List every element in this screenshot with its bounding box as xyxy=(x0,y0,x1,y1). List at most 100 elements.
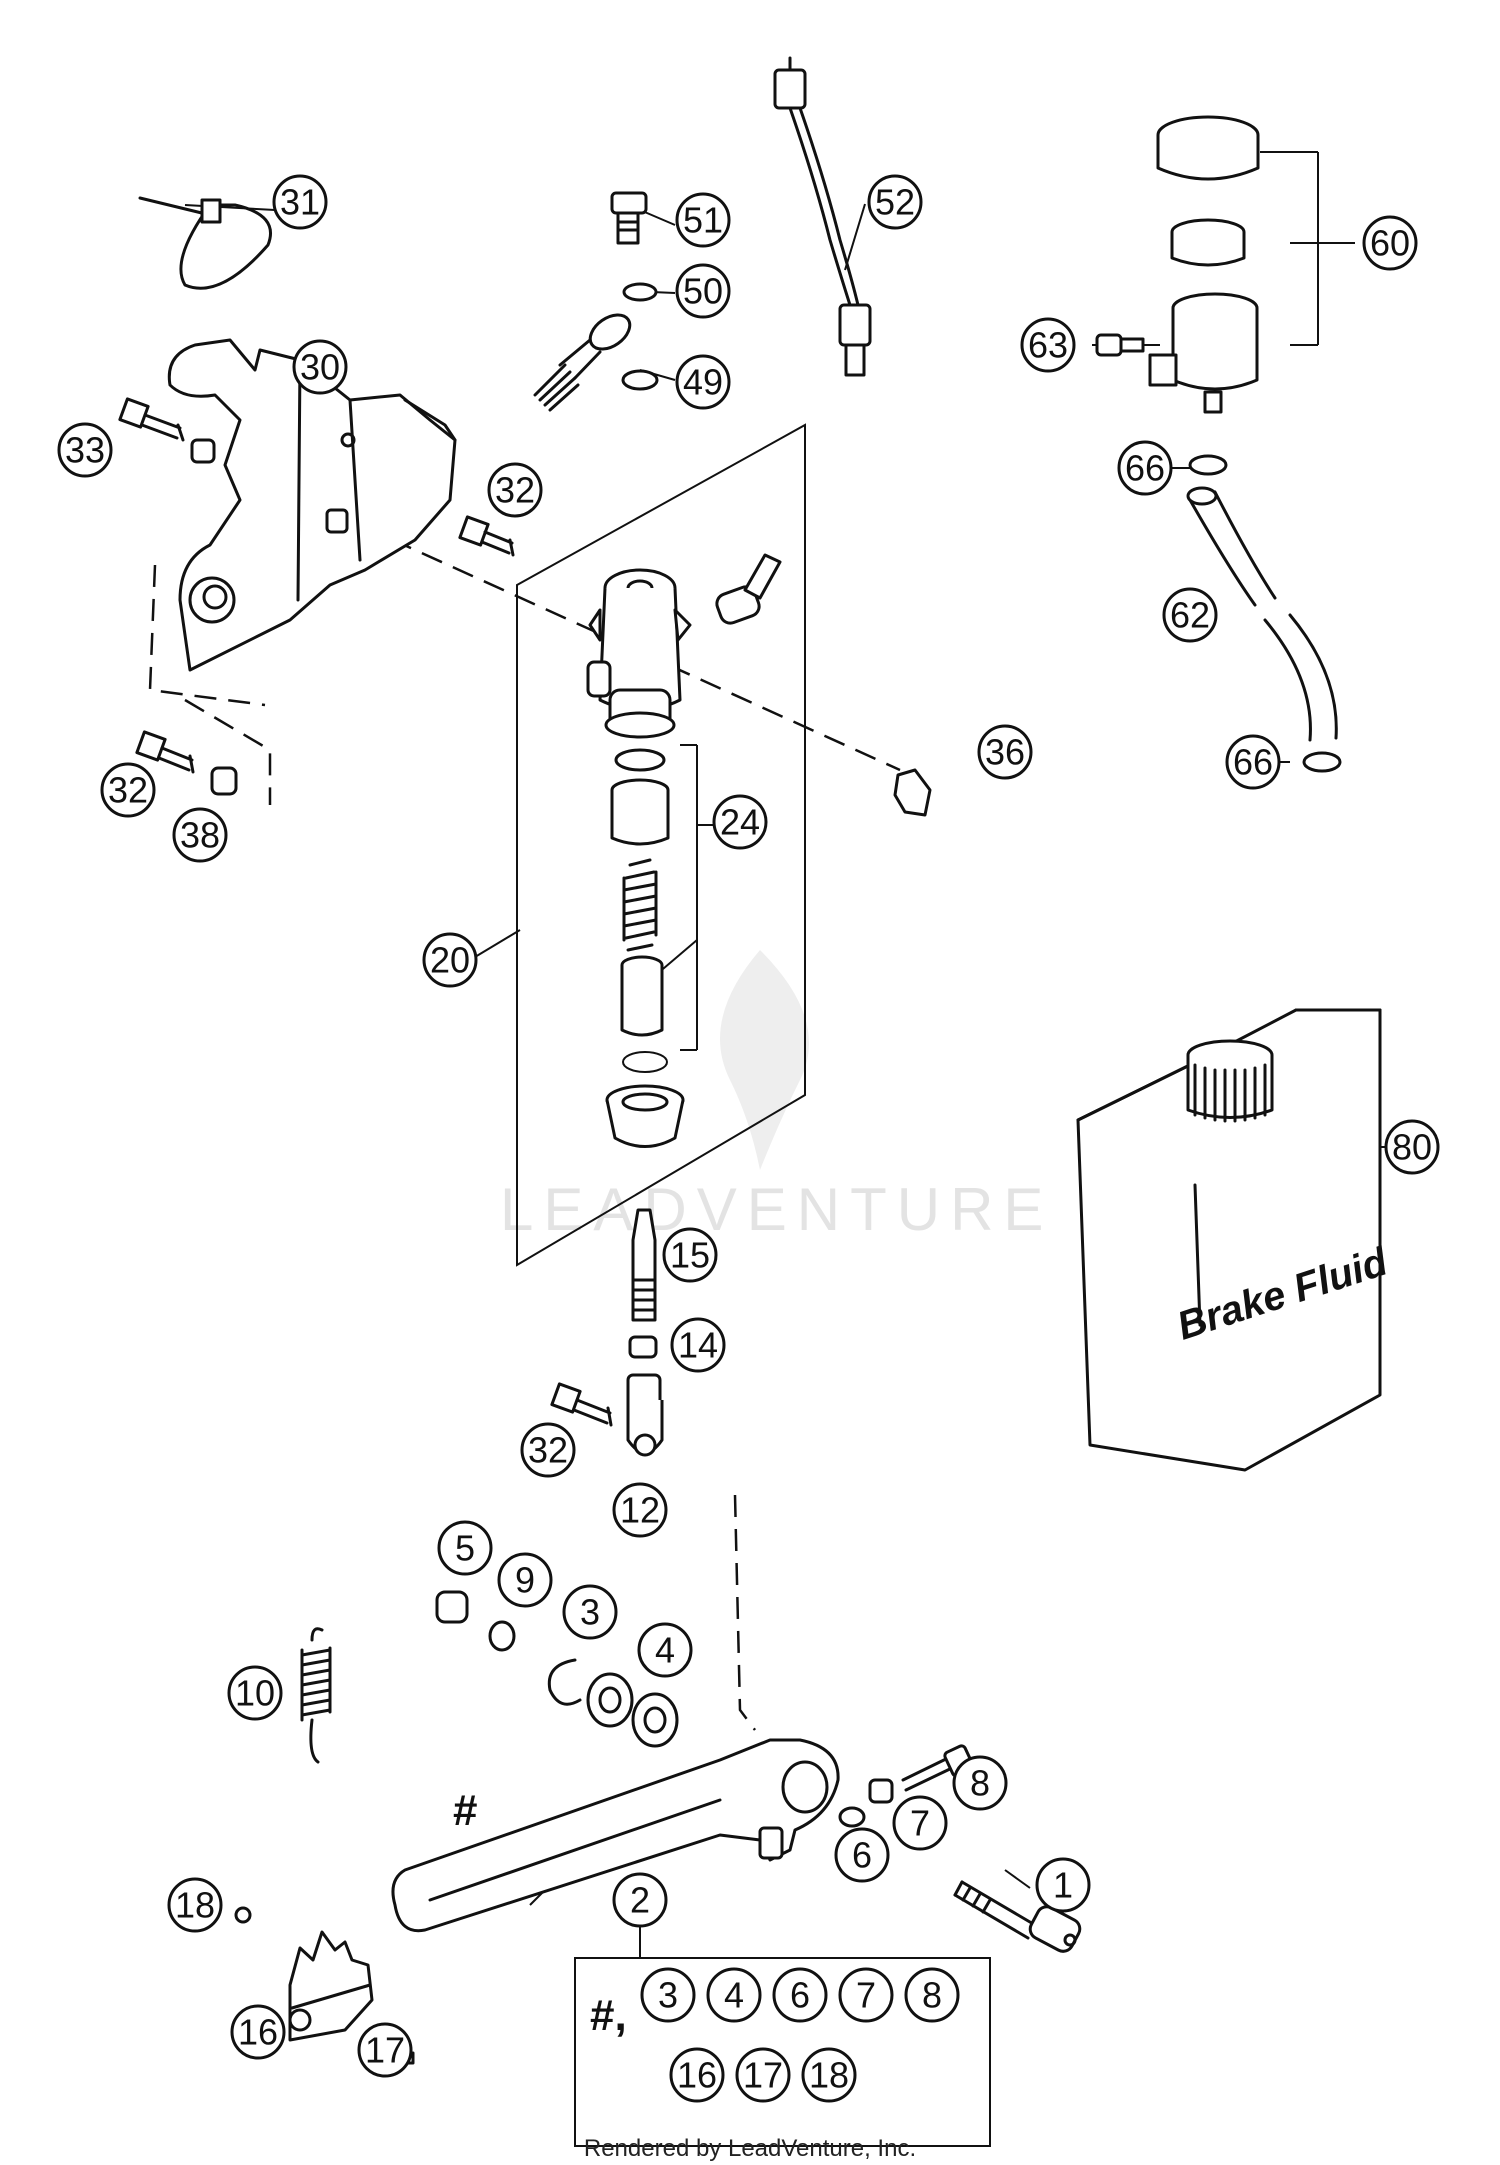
callout-32: 32 xyxy=(100,762,156,818)
callout-16: 16 xyxy=(669,2047,725,2103)
callout-label: 16 xyxy=(677,2055,717,2096)
callout-label: 7 xyxy=(856,1975,876,2016)
nut-5 xyxy=(435,1590,469,1624)
callout-1: 1 xyxy=(1035,1857,1091,1913)
callout-6: 6 xyxy=(834,1827,890,1883)
callout-label: 15 xyxy=(670,1235,710,1276)
callout-label: 4 xyxy=(724,1975,744,2016)
callout-52: 52 xyxy=(867,174,923,230)
cable-tie xyxy=(138,196,273,290)
callout-2: 2 xyxy=(612,1872,668,1928)
callout-17: 17 xyxy=(735,2047,791,2103)
heel-guard xyxy=(167,338,457,672)
callout-16: 16 xyxy=(230,2004,286,2060)
callout-50: 50 xyxy=(675,263,731,319)
callout-label: 17 xyxy=(743,2055,783,2096)
assembly-lines xyxy=(148,523,901,1731)
callout-38: 38 xyxy=(172,807,228,863)
callout-31: 31 xyxy=(272,174,328,230)
callout-10: 10 xyxy=(227,1665,283,1721)
callout-label: 20 xyxy=(430,940,470,981)
washer-9 xyxy=(488,1620,516,1652)
callout-label: 49 xyxy=(683,362,723,403)
kit-hash-mark: #, xyxy=(590,1991,627,2040)
bolt-32-lower xyxy=(550,1382,613,1427)
elbow-fitting xyxy=(715,553,782,625)
banjo-bolt xyxy=(610,191,648,245)
callout-label: 36 xyxy=(985,732,1025,773)
callout-label: 8 xyxy=(922,1975,942,2016)
washer-50 xyxy=(622,282,658,302)
brake-fluid-bottle: Brake Fluid xyxy=(1076,1008,1394,1472)
callout-30: 30 xyxy=(292,339,348,395)
washer-6 xyxy=(838,1806,866,1828)
callout-label: 32 xyxy=(495,470,535,511)
callout-label: 16 xyxy=(238,2012,278,2053)
return-spring xyxy=(300,1627,332,1764)
footer-credit: Rendered by LeadVenture, Inc. xyxy=(584,2135,916,2162)
callout-label: 1 xyxy=(1053,1865,1073,1906)
pedal-tip xyxy=(288,1930,374,2042)
callout-32: 32 xyxy=(520,1422,576,1478)
callout-5: 5 xyxy=(437,1520,493,1576)
callout-label: 24 xyxy=(720,802,760,843)
kit-contents-box: #, xyxy=(574,1957,991,2147)
callout-label: 30 xyxy=(300,347,340,388)
watermark-text: LEADVENTURE xyxy=(500,1176,1053,1243)
nut-18 xyxy=(234,1906,252,1924)
callout-label: 12 xyxy=(620,1490,660,1531)
callout-label: 14 xyxy=(678,1325,718,1366)
brake-pedal xyxy=(391,1738,840,1933)
callout-8: 8 xyxy=(952,1755,1008,1811)
callout-12: 12 xyxy=(612,1482,668,1538)
clamp-66-bottom xyxy=(1302,751,1342,773)
screw-63 xyxy=(1095,333,1145,357)
callout-7: 7 xyxy=(838,1967,894,2023)
nut-38 xyxy=(210,766,238,796)
callout-label: 6 xyxy=(852,1835,872,1876)
callout-label: 66 xyxy=(1233,742,1273,783)
callout-9: 9 xyxy=(497,1552,553,1608)
callout-label: 38 xyxy=(180,815,220,856)
brake-reservoir xyxy=(1148,115,1260,414)
o-ring xyxy=(614,748,666,772)
callout-80: 80 xyxy=(1384,1119,1440,1175)
callout-49: 49 xyxy=(675,354,731,410)
callout-label: 18 xyxy=(809,2055,849,2096)
callout-label: 2 xyxy=(630,1880,650,1921)
bearings-4 xyxy=(586,1672,679,1748)
clevis-12 xyxy=(626,1373,664,1457)
hose-62 xyxy=(1186,486,1338,742)
callout-label: 63 xyxy=(1028,325,1068,366)
spring xyxy=(622,858,658,952)
callout-label: 50 xyxy=(683,271,723,312)
callout-label: 52 xyxy=(875,182,915,223)
cap-36 xyxy=(893,768,932,817)
callout-label: 8 xyxy=(970,1763,990,1804)
sleeve xyxy=(610,778,670,846)
callout-36: 36 xyxy=(977,724,1033,780)
piston xyxy=(620,955,664,1037)
callout-3: 3 xyxy=(562,1584,618,1640)
callout-label: 17 xyxy=(365,2030,405,2071)
callout-label: 9 xyxy=(515,1560,535,1601)
banjo-fitting xyxy=(533,313,659,412)
callout-4: 4 xyxy=(637,1622,693,1678)
nut-14 xyxy=(628,1335,658,1359)
push-rod xyxy=(631,1208,657,1322)
callout-3: 3 xyxy=(640,1967,696,2023)
callout-20: 20 xyxy=(422,932,478,988)
circlip-3 xyxy=(547,1658,582,1706)
callout-18: 18 xyxy=(801,2047,857,2103)
callout-label: 10 xyxy=(235,1673,275,1714)
callout-60: 60 xyxy=(1362,215,1418,271)
callout-label: 7 xyxy=(910,1803,930,1844)
callout-66: 66 xyxy=(1225,734,1281,790)
callout-label: 33 xyxy=(65,430,105,471)
callout-label: 80 xyxy=(1392,1127,1432,1168)
callout-66: 66 xyxy=(1117,440,1173,496)
master-cylinder-kit-frame xyxy=(516,423,806,1267)
callout-33: 33 xyxy=(57,422,113,478)
bolt-32-top xyxy=(458,515,515,557)
callout-4: 4 xyxy=(706,1967,762,2023)
